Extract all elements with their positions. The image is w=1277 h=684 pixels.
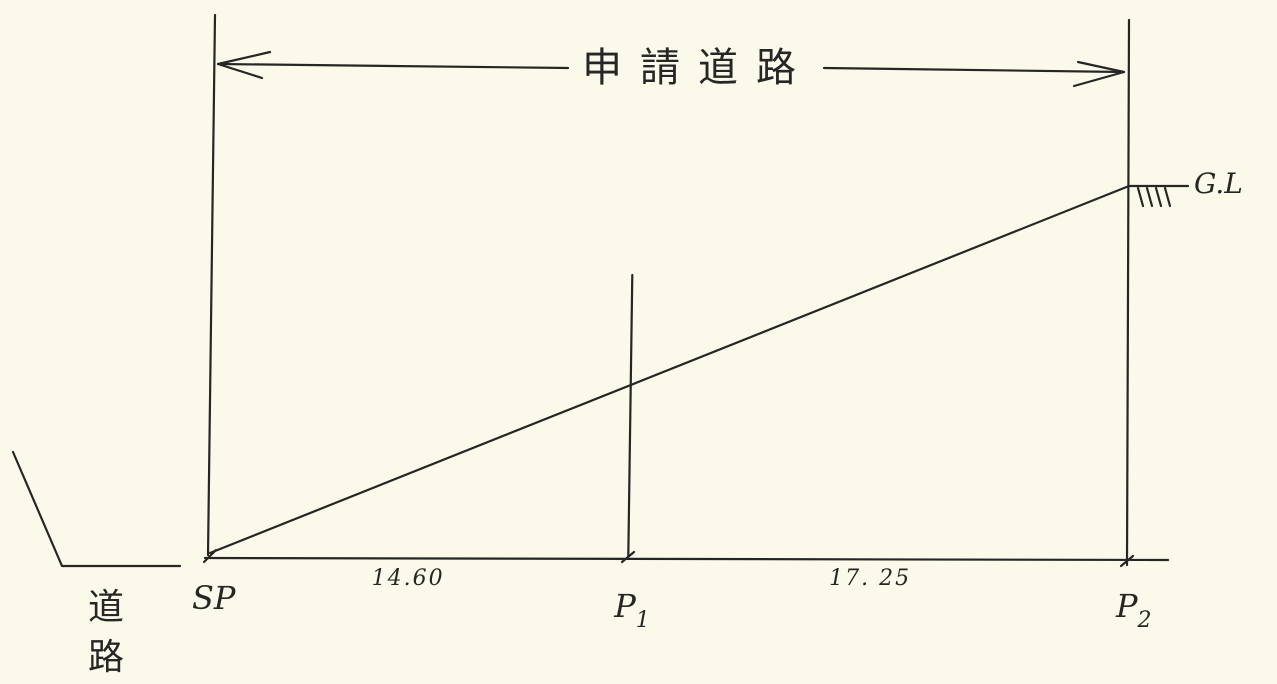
slope-line <box>208 184 1131 555</box>
sp-boundary-line <box>206 13 217 557</box>
ground-hatching-icon <box>1136 186 1172 208</box>
point-p1-label: P1 <box>614 590 650 632</box>
segment-sp-p1-length: 14.60 <box>371 566 445 591</box>
p1-vertical-line <box>627 273 634 558</box>
point-p2-label: P2 <box>1116 590 1152 632</box>
point-p2-letter: P <box>1116 587 1138 625</box>
applied-road-dimension-arrow <box>216 50 1126 88</box>
road-label-char-1: 道 <box>88 587 125 628</box>
point-p1-subscript: 1 <box>635 608 650 633</box>
existing-road-embankment <box>11 450 182 568</box>
segment-p1-p2-length: 17. 25 <box>829 566 912 591</box>
ground-level-label: G.L <box>1194 167 1243 200</box>
applied-road-title: 申請道路 <box>582 45 814 91</box>
p2-boundary-line <box>1125 18 1131 567</box>
dimension-ticks <box>202 548 1135 568</box>
point-p2-subscript: 2 <box>1137 608 1152 633</box>
base-line <box>203 556 1170 562</box>
road-label-char-2: 路 <box>88 637 125 678</box>
point-p1-letter: P <box>614 587 636 625</box>
start-point-label: SP <box>192 579 236 617</box>
